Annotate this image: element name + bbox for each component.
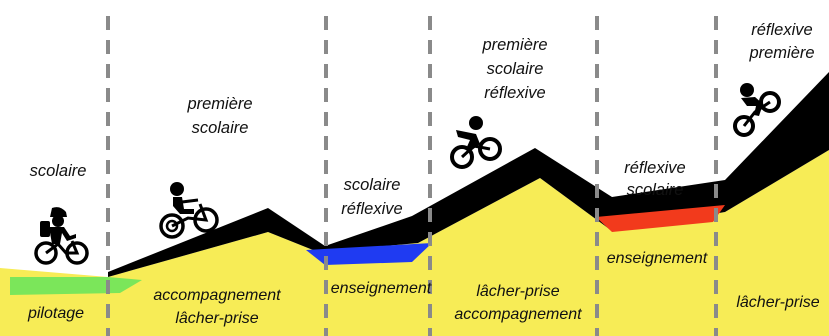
enseignement-segment-red [596,205,725,232]
phase-6-bottom-label-1: lâcher-prise [736,294,819,311]
ground-hills [0,150,829,336]
phase-2-bottom-label-1: accompagnement [153,287,281,304]
phase-5-top-label-2: scolaire [627,181,684,199]
phase-6-top-label-1: réflexive [751,21,812,39]
phase-4-bottom-label-2: accompagnement [454,306,582,323]
phase-2-top-label-2: scolaire [192,119,249,137]
phase-3-top-label-1: scolaire [344,176,401,194]
phase-4-top-label-1: première [481,36,547,54]
bottom-labels: pilotage accompagnement lâcher-prise ens… [27,250,820,327]
phase-dividers [106,16,718,336]
phase-5-bottom-label-1: enseignement [607,250,708,267]
cyclist-riding-icon [450,116,502,169]
phase-4-top-label-3: réflexive [484,84,545,102]
phase-3-bottom-label-1: enseignement [331,280,432,297]
phase-6-top-label-2: première [748,44,814,62]
child-on-bike-with-training-wheels-icon [159,182,219,239]
phase-1-bottom-label-1: pilotage [27,305,84,322]
road-band [108,72,829,277]
phase-4-bottom-label-1: lâcher-prise [476,283,559,300]
top-labels: scolaire première scolaire scolaire réfl… [30,21,815,218]
phase-2-top-label-1: première [186,95,252,113]
phase-1-top-label-1: scolaire [30,162,87,180]
phase-2-bottom-label-2: lâcher-prise [175,310,258,327]
phase-4-top-label-2: scolaire [487,60,544,78]
phase-5-top-label-1: réflexive [624,159,685,177]
cyclist-climbing-icon [733,83,781,137]
phase-3-top-label-2: réflexive [341,200,402,218]
child-on-bike-with-helmet-and-backpack-icon [34,207,89,265]
enseignement-segment-blue [306,243,432,265]
